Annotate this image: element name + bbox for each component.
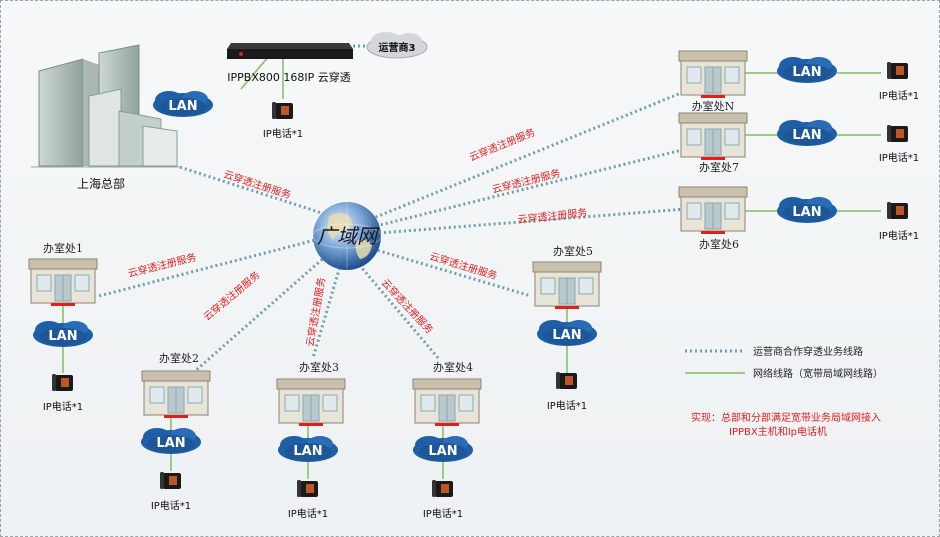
- ip-phone-icon: [887, 125, 908, 142]
- lan-label: LAN: [168, 99, 197, 114]
- office-label: 办室处4: [433, 360, 473, 374]
- office-building-icon: [412, 378, 482, 427]
- wan-label: 广域网: [317, 224, 380, 248]
- note-line-1: 实现：总部和分部满足宽带业务局域网接入: [691, 411, 881, 424]
- ip-phone-icon: [297, 480, 318, 497]
- office-building-icon: [141, 370, 211, 419]
- office-building-icon: [276, 378, 346, 427]
- link-office-4: [354, 260, 441, 360]
- office-n: 办室处N LAN IP电话*1: [678, 50, 919, 113]
- lan-label: LAN: [293, 444, 322, 459]
- phone-label: IP电话*1: [879, 229, 919, 242]
- note-line-2: IPPBX主机和Ip电话机: [729, 425, 827, 438]
- lan-label: LAN: [792, 205, 821, 220]
- lan-label: LAN: [48, 329, 77, 344]
- office-3: 办室处3 LAN IP电话*1: [276, 360, 346, 520]
- legend: 运营商合作穿透业务线路 网络线路（宽带局域网线路）: [685, 345, 883, 380]
- link-label: 云穿透注册服务: [127, 250, 198, 280]
- link-office-6: [378, 207, 687, 235]
- link-hq: [160, 159, 332, 218]
- phone-label: IP电话*1: [43, 400, 83, 413]
- link-office-3: [311, 262, 343, 359]
- link-label: 云穿透注册服务: [201, 268, 263, 323]
- office-building-icon: [28, 258, 98, 307]
- office-label: 办室处7: [699, 160, 739, 174]
- link-label: 云穿透注册服务: [491, 166, 562, 196]
- note: 实现：总部和分部满足宽带业务局域网接入 IPPBX主机和Ip电话机: [691, 411, 881, 438]
- office-2: 办室处2 LAN IP电话*1: [141, 351, 211, 512]
- wan-links: [98, 44, 687, 381]
- office-label: 办室处1: [43, 241, 83, 255]
- phone-label: IP电话*1: [263, 127, 303, 140]
- phone-label: IP电话*1: [879, 89, 919, 102]
- office-7: 办室处7 LAN IP电话*1: [678, 112, 919, 174]
- hq-label: 上海总部: [77, 176, 125, 191]
- office-1: 办室处1 LAN IP电话*1: [28, 241, 98, 413]
- carrier-cloud-icon: [366, 32, 428, 59]
- phone-label: IP电话*1: [288, 507, 328, 520]
- pbx-label: IPPBX800 168IP 云穿透: [227, 70, 350, 84]
- office-label: 办室处2: [159, 351, 199, 365]
- pbx-device-icon: [227, 43, 353, 59]
- ip-phone-icon: [272, 102, 293, 119]
- carrier-label: 运营商3: [379, 41, 416, 54]
- office-5: 办室处5 LAN IP电话*1: [532, 244, 602, 412]
- link-label: 云穿透注册服务: [303, 276, 328, 347]
- legend-dotted-label: 运营商合作穿透业务线路: [753, 345, 863, 358]
- link-label: 云穿透注册服务: [467, 126, 537, 164]
- office-label: 办室处3: [299, 360, 339, 374]
- office-6: 办室处6 LAN IP电话*1: [678, 186, 919, 251]
- ip-phone-icon: [160, 472, 181, 489]
- phone-label: IP电话*1: [423, 507, 463, 520]
- lan-label: LAN: [792, 65, 821, 80]
- lan-label: LAN: [552, 328, 581, 343]
- wan-globe-icon: [312, 202, 382, 270]
- legend-solid-label: 网络线路（宽带局域网线路）: [753, 367, 883, 380]
- link-label: 云穿透注册服务: [517, 206, 588, 226]
- link-office-2: [185, 254, 327, 381]
- ip-phone-icon: [432, 480, 453, 497]
- office-label: 办室处5: [553, 244, 593, 258]
- office-building-icon: [678, 112, 748, 161]
- office-label: 办室处N: [692, 99, 735, 113]
- link-office-7: [375, 147, 687, 228]
- ip-phone-icon: [887, 202, 908, 219]
- link-office-n: [370, 89, 687, 221]
- office-4: 办室处4 LAN IP电话*1: [412, 360, 482, 520]
- link-label: 云穿透注册服务: [428, 249, 499, 282]
- phone-label: IP电话*1: [547, 399, 587, 412]
- ip-phone-icon: [52, 374, 73, 391]
- lan-label: LAN: [792, 128, 821, 143]
- link-label: 云穿透注册服务: [379, 276, 436, 336]
- phone-label: IP电话*1: [879, 151, 919, 164]
- office-building-icon: [678, 186, 748, 235]
- ip-phone-icon: [887, 62, 908, 79]
- phone-label: IP电话*1: [151, 499, 191, 512]
- lan-label: LAN: [428, 444, 457, 459]
- ip-phone-icon: [556, 372, 577, 389]
- office-building-icon: [532, 261, 602, 310]
- office-label: 办室处6: [699, 237, 739, 251]
- lan-label: LAN: [156, 436, 185, 451]
- hq-building-icon: [31, 44, 181, 168]
- office-building-icon: [678, 50, 748, 99]
